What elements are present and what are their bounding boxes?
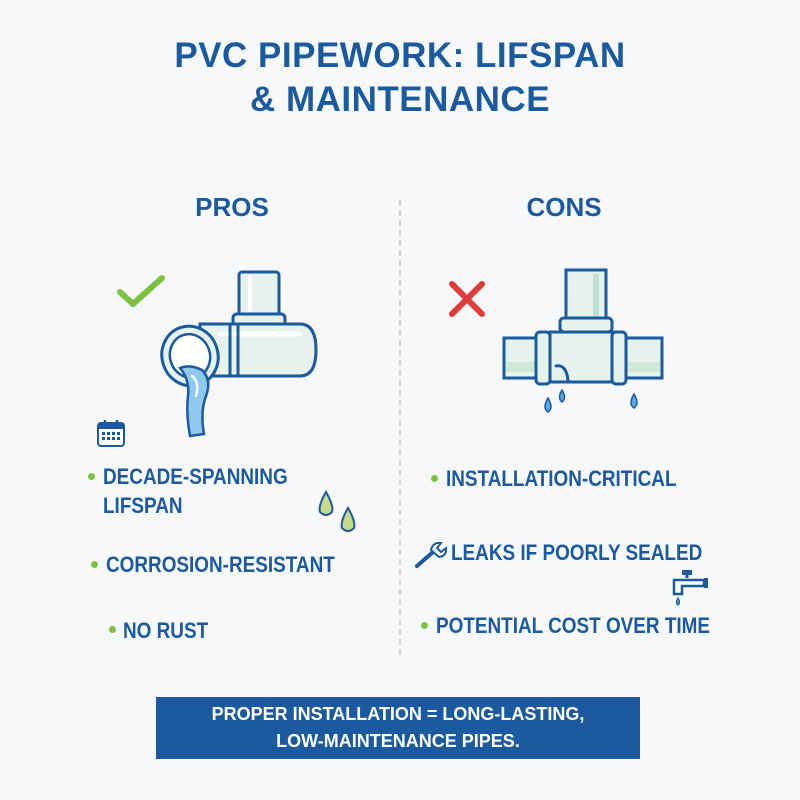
pros-bullet-1 — [88, 473, 95, 480]
cons-bullet-3 — [421, 622, 428, 629]
pros-item-1-line-1: DECADE-SPANNING — [103, 464, 288, 489]
dripping-faucet-icon — [672, 570, 708, 606]
pvc-pipe-flowing-icon — [160, 270, 318, 438]
summary-banner-line-2: LOW-MAINTENANCE PIPES. — [276, 731, 520, 751]
wrench-icon — [415, 541, 448, 568]
pros-heading: PROS — [195, 192, 269, 222]
page-title: PVC PIPEWORK: LIFSPAN & MAINTENANCE — [0, 34, 800, 122]
summary-banner-line-1: PROPER INSTALLATION = LONG-LASTING, — [211, 704, 585, 724]
cons-item-2: LEAKS IF POORLY SEALED — [451, 540, 703, 565]
cons-bullet-1 — [431, 475, 438, 482]
leaking-pipe-joint-icon — [502, 268, 664, 413]
pros-item-1: DECADE-SPANNING LIFSPAN — [103, 462, 288, 520]
cons-heading: CONS — [526, 192, 602, 222]
page-title-line-2: & MAINTENANCE — [249, 80, 551, 119]
pros-bullet-2 — [91, 561, 98, 568]
pros-item-2: CORROSION-RESISTANT — [106, 552, 335, 577]
pros-item-1-line-2: LIFSPAN — [103, 493, 183, 518]
summary-banner: PROPER INSTALLATION = LONG-LASTING, LOW-… — [156, 697, 640, 759]
cons-item-1: INSTALLATION-CRITICAL — [446, 466, 677, 491]
page-title-line-1: PVC PIPEWORK: LIFSPAN — [174, 36, 626, 75]
check-icon — [117, 275, 165, 307]
cons-item-3: POTENTIAL COST OVER TIME — [436, 613, 711, 638]
water-drops-icon — [318, 489, 356, 532]
x-icon — [449, 281, 485, 317]
calendar-icon — [97, 420, 125, 447]
column-divider — [399, 200, 401, 655]
pros-item-3: NO RUST — [123, 618, 209, 643]
pros-bullet-3 — [109, 626, 116, 633]
